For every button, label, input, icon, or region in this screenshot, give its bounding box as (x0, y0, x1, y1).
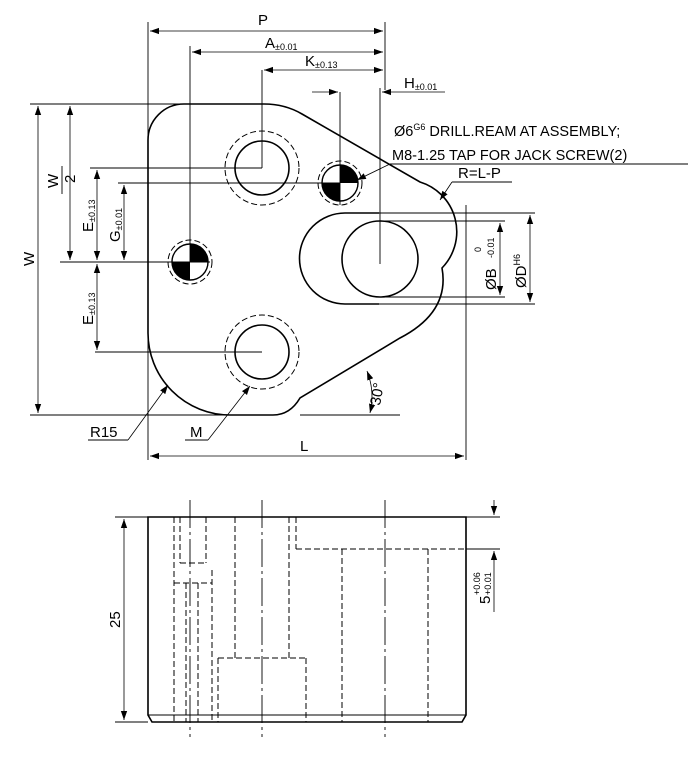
dim-depth-tol-lower: +0.01 (483, 572, 493, 595)
angle-arc (366, 370, 376, 414)
dim-P-label: P (258, 12, 268, 29)
front-view: 25 5 +0.06 +0.01 (107, 500, 500, 737)
dim-H-label: H±0.01 (404, 75, 437, 92)
dim-L-label: L (300, 438, 308, 455)
slot-outline (298, 212, 379, 305)
lower-tap-thread (224, 314, 300, 390)
svg-text:W: W (45, 173, 62, 188)
m-label: M (190, 424, 203, 441)
dim-height-label: 25 (107, 611, 124, 628)
tap-note: M8-1.25 TAP FOR JACK SCREW(2) (392, 148, 627, 164)
dim-depth-tol-upper: +0.06 (472, 572, 482, 595)
front-outline (147, 516, 467, 723)
svg-text:2: 2 (62, 175, 79, 183)
r15-label: R15 (90, 424, 118, 441)
m-leader (207, 385, 251, 441)
note-leader (356, 163, 391, 181)
dim-E-upper-label: E±0.13 (80, 200, 97, 232)
dim-B-tol-upper: 0 (473, 247, 483, 252)
r15-leader (127, 384, 169, 441)
top-view: P A±0.01 K±0.13 H±0.01 W W 2 E±0.13 G±0.… (21, 12, 688, 460)
dim-W-half-label: W 2 (45, 166, 79, 194)
dim-A-label: A±0.01 (265, 35, 297, 52)
hidden-lines (173, 517, 466, 722)
dim-W-label: W (21, 251, 38, 266)
angle-label: 30° (367, 381, 388, 406)
dim-K-label: K±0.13 (305, 53, 337, 70)
radius-formula-leader (439, 181, 453, 201)
dim-E-lower-label: E±0.13 (80, 293, 97, 325)
radius-formula-label: R=L-P (458, 165, 501, 182)
dim-B-label: ØB (483, 268, 500, 290)
dowel-note: Ø6G6 DRILL.REAM AT ASSEMBLY; (394, 122, 620, 140)
extension-lines (30, 22, 467, 460)
dowel-mark-right (317, 160, 363, 206)
center-lines (60, 46, 535, 353)
dim-depth-label: 5 (477, 596, 494, 604)
dim-D-label: ØDH6 (512, 254, 530, 288)
front-center-lines (189, 500, 386, 737)
dim-G-label: G±0.01 (107, 208, 124, 242)
dim-B-tol-lower: -0.01 (486, 237, 496, 258)
